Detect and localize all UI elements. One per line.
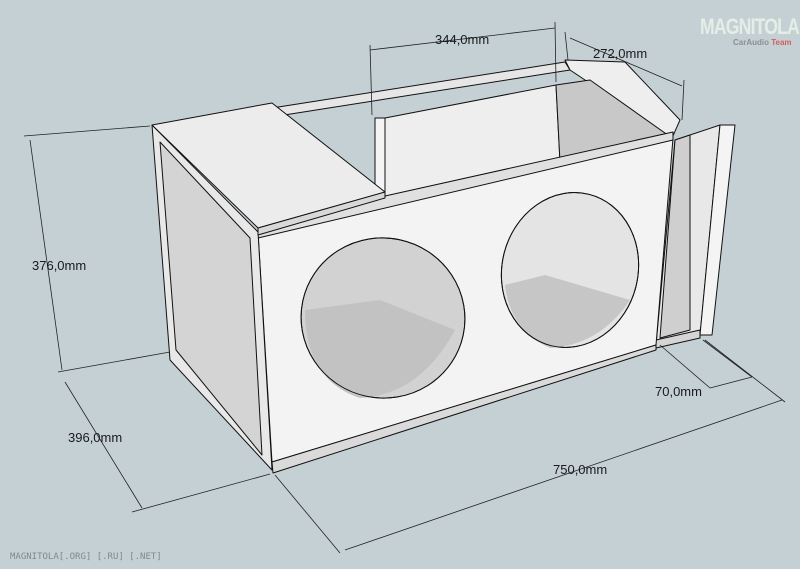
right-top-panel bbox=[564, 59, 681, 139]
left-end-inner bbox=[159, 141, 263, 456]
dimension-inner-width-label: 344,0mm bbox=[435, 32, 490, 47]
port-end bbox=[699, 124, 736, 336]
magnitola-logo: MAGNITOLA bbox=[700, 14, 800, 39]
logo-subtitle: CarAudio Team bbox=[733, 38, 792, 47]
dimension-port-depth-label: 272,0mm bbox=[593, 46, 648, 61]
speaker-hole-left bbox=[300, 237, 466, 399]
dimension-height-label: 376,0mm bbox=[32, 258, 87, 273]
dimension-width-label: 750,0mm bbox=[553, 462, 608, 477]
top-plank-edge bbox=[257, 191, 386, 236]
speaker-hole-right bbox=[500, 192, 640, 348]
footer-watermark: MAGNITOLA[.ORG] [.RU] [.NET] bbox=[10, 552, 162, 562]
dimension-depth-label: 396,0mm bbox=[68, 430, 123, 445]
bottom-lip bbox=[271, 344, 657, 474]
logo-subtitle-main: CarAudio bbox=[733, 38, 769, 47]
dimension-port-width-label: 70,0mm bbox=[655, 384, 702, 399]
port-inner bbox=[659, 134, 691, 339]
logo-subtitle-accent: Team bbox=[771, 38, 792, 47]
dimension-lines bbox=[23, 21, 786, 554]
